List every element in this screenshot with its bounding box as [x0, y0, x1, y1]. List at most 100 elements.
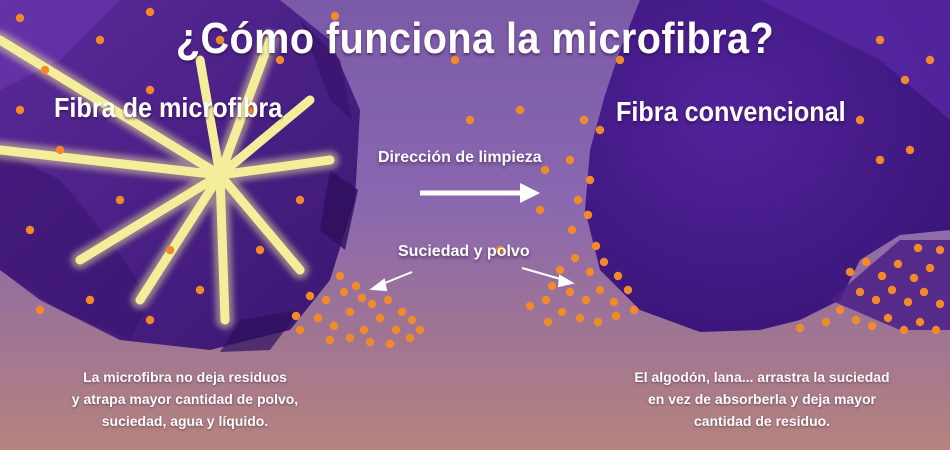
dust-particle [255, 245, 265, 255]
dust-particle [357, 293, 367, 303]
dust-particle [915, 317, 925, 327]
dust-particle [593, 317, 603, 327]
dust-particle [935, 245, 945, 255]
dust-pointers [369, 267, 575, 292]
dust-particle [591, 241, 601, 251]
dust-particle [35, 305, 45, 315]
microfiber-description: La microfibra no deja residuos y atrapa … [40, 366, 330, 432]
description-line: y atrapa mayor cantidad de polvo, [71, 391, 299, 407]
dust-particle [291, 311, 301, 321]
dust-particle [329, 321, 339, 331]
dust-particle [345, 333, 355, 343]
description-line: cantidad de residuo. [693, 413, 831, 429]
dust-particle [305, 291, 315, 301]
dust-particle [540, 165, 550, 175]
dust-particle [465, 115, 475, 125]
dust-particle [903, 297, 913, 307]
dirt-label: Suciedad y polvo [398, 243, 530, 260]
dust-particle [85, 295, 95, 305]
dust-particle [115, 195, 125, 205]
dust-particle [55, 145, 65, 155]
dust-particle [385, 339, 395, 349]
dust-particle [871, 295, 881, 305]
dust-particle [391, 325, 401, 335]
dust-particle [555, 265, 565, 275]
dust-particle [495, 245, 505, 255]
dust-particle [325, 335, 335, 345]
dust-particle [935, 299, 945, 309]
dust-particle [795, 323, 805, 333]
dust-particle [525, 301, 535, 311]
description-line: suciedad, agua y líquido. [101, 413, 269, 429]
dust-particle [595, 125, 605, 135]
conventional-fiber [585, 0, 950, 332]
dust-particle [145, 7, 155, 17]
dust-particle [15, 13, 25, 23]
dust-particle [375, 313, 385, 323]
dust-particle [613, 271, 623, 281]
dust-particle [383, 295, 393, 305]
microfiber-label: Fibra de microfibra [54, 92, 283, 123]
dust-particle [585, 267, 595, 277]
dust-particle [351, 281, 361, 291]
dust-particle [623, 285, 633, 295]
dust-particle [557, 307, 567, 317]
dust-particle [925, 263, 935, 273]
dust-particle [565, 287, 575, 297]
dust-particle [905, 145, 915, 155]
dust-particle [313, 313, 323, 323]
dust-particle [909, 273, 919, 283]
dust-particle [40, 65, 50, 75]
dust-particle [415, 325, 425, 335]
dust-particle [407, 315, 417, 325]
dust-particle [335, 271, 345, 281]
dust-particle [535, 205, 545, 215]
dust-particle [595, 285, 605, 295]
dust-particle [195, 285, 205, 295]
dust-particle [145, 85, 155, 95]
dust-particle [913, 243, 923, 253]
dust-particle [405, 333, 415, 343]
microfiber-bundle [0, 0, 360, 352]
page-title: ¿Cómo funciona la microfibra? [175, 14, 775, 63]
dust-particle [925, 55, 935, 65]
dust-particle [165, 245, 175, 255]
dust-particle [541, 295, 551, 305]
dust-particle [25, 225, 35, 235]
dust-particle [583, 210, 593, 220]
dust-particle [875, 35, 885, 45]
description-line: El algodón, lana... arrastra la suciedad [634, 369, 890, 385]
conventional-label: Fibra convencional [616, 96, 846, 127]
dust-particle [573, 195, 583, 205]
dust-particle [931, 325, 941, 335]
dust-particle [899, 325, 909, 335]
direction-arrow [420, 183, 540, 203]
dust-particle [295, 195, 305, 205]
dust-particle [845, 267, 855, 277]
dust-particle [883, 313, 893, 323]
dust-particle [275, 55, 285, 65]
dust-particle [215, 35, 225, 45]
dust-particle [919, 287, 929, 297]
dust-particle [145, 315, 155, 325]
dust-particle [547, 281, 557, 291]
dust-particle [855, 115, 865, 125]
dust-particle [609, 297, 619, 307]
dust-particle [861, 257, 871, 267]
dust-particle [245, 105, 255, 115]
direction-label: Dirección de limpieza [378, 149, 542, 166]
dust-particle [365, 337, 375, 347]
dust-particle [345, 307, 355, 317]
dust-particle [570, 253, 580, 263]
dust-particle [359, 325, 369, 335]
conventional-description: El algodón, lana... arrastra la suciedad… [602, 366, 922, 432]
dust-particle [397, 307, 407, 317]
dust-particle [851, 315, 861, 325]
dust-particle [599, 257, 609, 267]
dust-particle [581, 295, 591, 305]
description-line: en vez de absorberla y deja mayor [648, 391, 876, 407]
dust-particle [565, 155, 575, 165]
dust-particle [575, 313, 585, 323]
